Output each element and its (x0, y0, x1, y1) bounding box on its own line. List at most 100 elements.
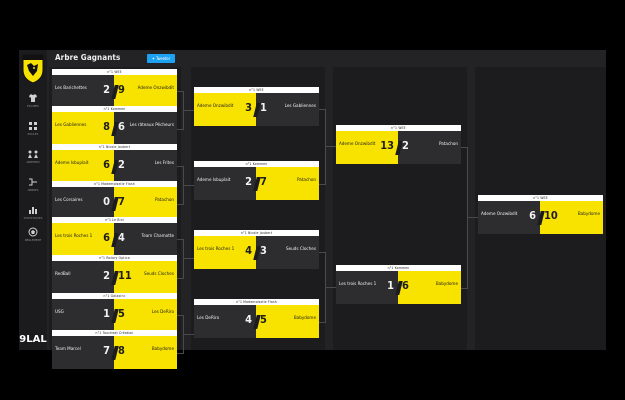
stats-icon (19, 204, 47, 216)
brand-text: 9LAL (19, 334, 47, 345)
team-name: Patachon (296, 178, 316, 183)
bracket-connector-line (184, 258, 194, 259)
match-label: n°1 WEE (194, 87, 319, 93)
nav-label: Poules (27, 132, 39, 136)
team-name: Ademe Onzwibdit (481, 212, 518, 217)
nav-label: Équipes (27, 104, 39, 108)
nav-item-reglement[interactable]: Règlement (19, 226, 47, 250)
app-window: Équipes Poules Arbitres Arbres Statistiq… (19, 50, 606, 369)
nav-item-arbres[interactable]: Arbres (19, 176, 47, 200)
match-label: n°1 WEE (336, 125, 461, 131)
bracket-connector (177, 315, 184, 354)
nav-item-poules[interactable]: Poules (19, 120, 47, 144)
team-score: 6 (103, 158, 110, 171)
team-score: 1 (260, 101, 267, 114)
team-score: 0 (103, 195, 110, 208)
team-name: RedBall (55, 272, 71, 277)
match-label: n°1 WEE (478, 195, 603, 201)
team-left: Les Corsaires 0 (52, 187, 114, 220)
team-name: Ademe Isbuplait (55, 161, 89, 166)
team-score: 1 (387, 279, 394, 292)
club-logo-icon[interactable] (22, 52, 44, 84)
bracket-icon (19, 176, 47, 188)
nav-item-statistiques[interactable]: Statistiques (19, 204, 47, 228)
team-score: 6 (103, 231, 110, 244)
team-score: 6 (118, 120, 125, 133)
team-name: Patachon (154, 198, 174, 203)
bracket-connector-line (468, 217, 478, 218)
team-name: Ademe Onzwibdit (197, 104, 234, 109)
bracket-connector-line (326, 146, 336, 147)
bracket-connector-line (184, 110, 194, 111)
tweet-label: Tweeter (156, 56, 171, 61)
team-score: 1 (103, 307, 110, 320)
match-label: n°1 Mademoiselle Flash (194, 299, 319, 305)
shirt-icon (19, 92, 47, 104)
match-label: n°1 Nicole Joubert (52, 144, 177, 150)
team-score: 8 (103, 120, 110, 133)
nav-label: Arbres (27, 188, 39, 192)
team-name: Babydome (435, 282, 458, 287)
bracket-connector-line (326, 287, 336, 288)
team-score: 4 (245, 244, 252, 257)
team-score: 7 (118, 195, 125, 208)
match-body: Les Corsaires 0 Patachon 7 (52, 187, 177, 220)
team-name: Les Corsaires (55, 198, 83, 203)
match-label: n°1 Nicole Joubert (194, 230, 319, 236)
team-score: 11 (118, 269, 132, 282)
team-score: 2 (103, 269, 110, 282)
team-score: 5 (260, 313, 267, 326)
sidebar: Équipes Poules Arbitres Arbres Statistiq… (19, 50, 47, 350)
team-name: Ademe Onzwibdit (137, 86, 174, 91)
referees-icon (19, 148, 47, 160)
team-name: Les Gabliennes (284, 104, 316, 109)
nav-item-equipes[interactable]: Équipes (19, 92, 47, 116)
nav-item-arbitres[interactable]: Arbitres (19, 148, 47, 172)
match-label: n°1 Toucheat Création (52, 330, 177, 336)
team-left: Ademe Isbuplait 6 (52, 150, 114, 183)
nav-label: Arbitres (26, 160, 40, 164)
team-right: Les Gabliennes 1 (256, 93, 319, 126)
brand-logo: 9LAL (19, 334, 47, 345)
match-label: n°1 Mademoiselle Flash (52, 181, 177, 187)
nav-label: Statistiques (23, 216, 43, 220)
team-name: Les DeRiro (197, 316, 220, 321)
team-score: 13 (380, 139, 394, 152)
team-right: Patachon 7 (114, 187, 177, 220)
tweet-button[interactable]: ✦ Tweeter (147, 54, 175, 63)
bracket-connector (319, 109, 326, 185)
team-name: Les trois Roches 1 (55, 234, 93, 239)
